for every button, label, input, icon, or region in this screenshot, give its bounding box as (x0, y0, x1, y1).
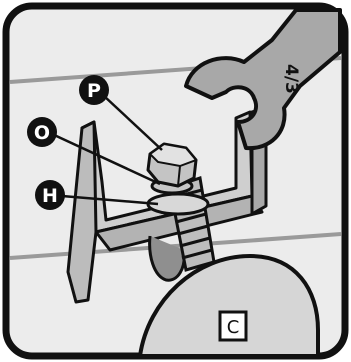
callout-p: P (79, 75, 109, 105)
callout-h: H (35, 180, 65, 210)
wrench-size-label: 4/3 (281, 64, 301, 94)
callout-o-label: O (34, 122, 50, 144)
callout-p-label: P (87, 80, 101, 102)
part-c-label: C (227, 317, 240, 338)
callout-h-label: H (42, 185, 58, 207)
hex-nut-p (148, 144, 196, 186)
callout-o: O (27, 117, 57, 147)
